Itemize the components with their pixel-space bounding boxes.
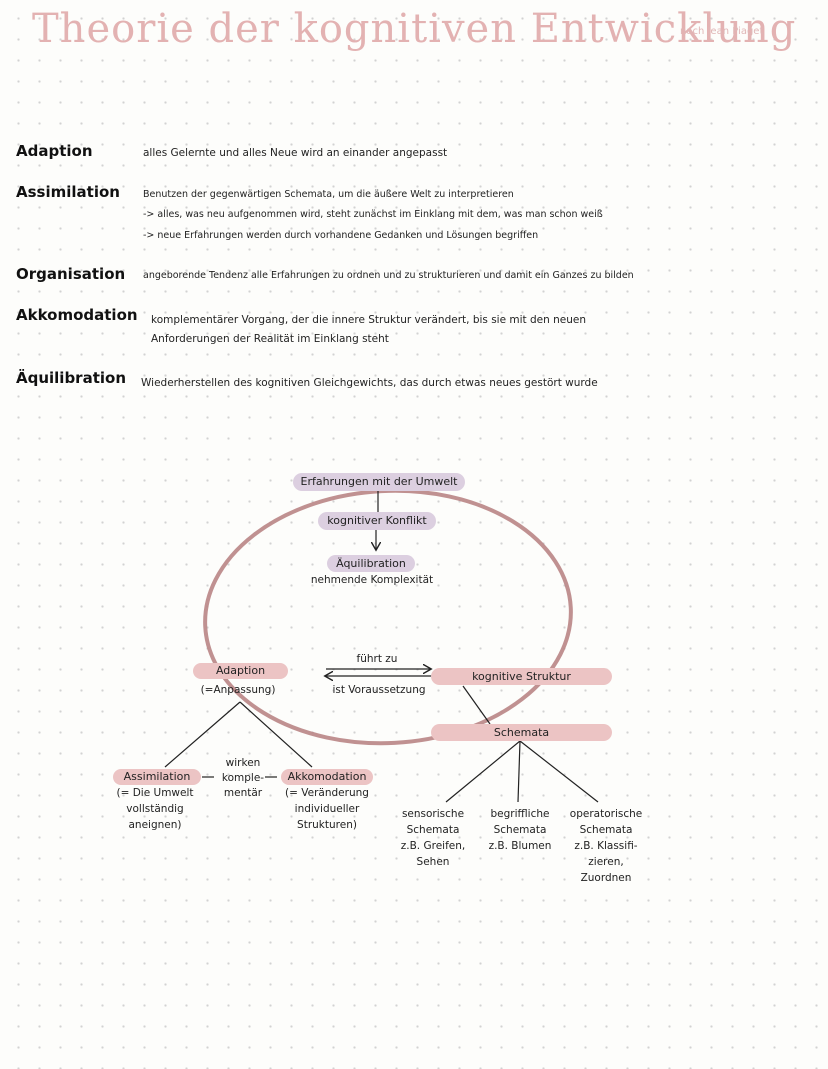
def-aequilibration: Wiederherstellen des kognitiven Gleichge…	[141, 377, 598, 389]
label-akkomodation-sub-3: Strukturen)	[297, 819, 357, 831]
schemata-to-sensory-line	[445, 740, 521, 803]
label-assimilation-sub-1: (= Die Umwelt	[116, 787, 194, 799]
label-fuehrt-zu: führt zu	[356, 653, 398, 665]
adaption-to-akkomodation-line	[239, 701, 313, 768]
label-assimilation-sub-2: vollständig	[126, 803, 184, 815]
label-sensory-1: sensorische	[401, 808, 465, 820]
label-aequilibration: Äquilibration	[327, 555, 415, 572]
label-assimilation-sub-3: aneignen)	[128, 819, 182, 831]
schemata-to-concept-line	[517, 740, 521, 803]
def-assimilation-line3: -> neue Erfahrungen werden durch vorhand…	[143, 230, 539, 241]
schemata-to-operational-line	[519, 740, 599, 803]
label-kognitive-struktur: kognitive Struktur	[431, 668, 612, 685]
def-organisation: angeborende Tendenz alle Erfahrungen zu …	[143, 270, 634, 281]
term-organisation: Organisation	[16, 265, 126, 283]
label-operational-1: operatorische	[569, 808, 643, 820]
label-wirken-3: mentär	[223, 787, 263, 799]
cycle-ellipse	[203, 488, 573, 746]
label-akkomodation-sub-1: (= Veränderung	[285, 787, 369, 799]
label-wirken-2: komple-	[221, 772, 265, 784]
label-kognitiver-konflikt: kognitiver Konflikt	[318, 512, 436, 530]
label-sensory-4: Sehen	[416, 856, 450, 868]
label-akkomodation: Akkomodation	[281, 769, 373, 785]
def-akkomodation-line1: komplementärer Vorgang, der die innere S…	[151, 314, 586, 326]
def-assimilation-line1: Benutzen der gegenwärtigen Schemata, um …	[143, 189, 514, 200]
def-akkomodation-line2: Anforderungen der Realität im Einklang s…	[151, 333, 389, 345]
label-operational-5: Zuordnen	[580, 872, 632, 884]
adaption-to-assimilation-line	[164, 701, 241, 768]
label-erfahrungen: Erfahrungen mit der Umwelt	[293, 473, 465, 491]
label-concept-2: Schemata	[493, 824, 547, 836]
label-aequilibration-sub: nehmende Komplexität	[310, 574, 434, 586]
label-operational-3: z.B. Klassifi-	[574, 840, 638, 852]
label-sensory-3: z.B. Greifen,	[400, 840, 466, 852]
label-adaption: Adaption	[193, 663, 288, 679]
term-aequilibration: Äquilibration	[16, 369, 127, 387]
term-adaption: Adaption	[16, 142, 93, 160]
label-ist-voraussetzung: ist Voraussetzung	[332, 684, 426, 696]
label-concept-3: z.B. Blumen	[488, 840, 552, 852]
label-wirken-1: wirken	[225, 757, 261, 769]
term-akkomodation: Akkomodation	[16, 306, 138, 324]
label-adaption-sub: (=Anpassung)	[200, 684, 276, 696]
term-assimilation: Assimilation	[16, 183, 120, 201]
page-subtitle: nach Jean Piaget	[680, 26, 764, 37]
structure-to-schemata-line	[462, 685, 491, 725]
label-assimilation: Assimilation	[113, 769, 201, 785]
label-akkomodation-sub-2: individueller	[294, 803, 360, 815]
label-concept-1: begriffliche	[490, 808, 550, 820]
label-operational-4: zieren,	[588, 856, 624, 868]
def-assimilation-line2: -> alles, was neu aufgenommen wird, steh…	[143, 209, 603, 220]
label-operational-2: Schemata	[579, 824, 633, 836]
label-schemata: Schemata	[431, 724, 612, 741]
label-sensory-2: Schemata	[406, 824, 460, 836]
def-adaption: alles Gelernte und alles Neue wird an ei…	[143, 147, 448, 159]
page-title: Theorie der kognitiven Entwicklung	[32, 6, 797, 52]
